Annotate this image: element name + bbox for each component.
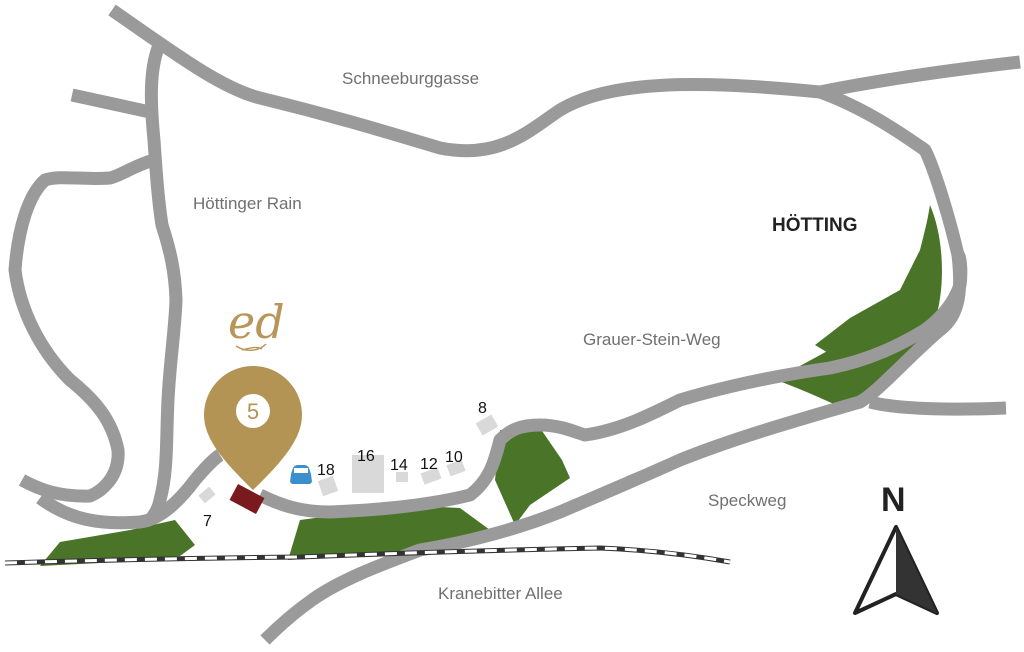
house-number-18: 18 xyxy=(317,462,335,479)
street-label-hoettinger-rain: Höttinger Rain xyxy=(193,194,302,213)
road-grauer-stein-weg xyxy=(257,248,968,519)
compass: N xyxy=(853,481,939,615)
building-7 xyxy=(198,486,216,504)
car-window-icon xyxy=(294,468,308,473)
target-building[interactable] xyxy=(229,484,265,514)
building-8 xyxy=(475,414,499,436)
street-label-kranebitter-allee: Kranebitter Allee xyxy=(438,584,563,603)
green-area-southwest xyxy=(40,520,195,566)
ed-logo: ed xyxy=(228,295,285,351)
road-hoettinger-rain xyxy=(144,45,183,525)
building-12 xyxy=(420,467,442,485)
railway-track-dashes xyxy=(4,546,731,565)
roads xyxy=(8,4,1021,645)
ed-logo-text: ed xyxy=(228,295,285,349)
location-marker[interactable]: 5 xyxy=(204,366,302,490)
road-hoettinger-rain-west xyxy=(70,88,152,119)
north-arrow-shade-icon xyxy=(896,527,937,613)
green-area-east xyxy=(776,205,942,408)
road-top-east xyxy=(818,55,1021,99)
building-10 xyxy=(446,459,466,477)
house-number-8: 8 xyxy=(478,400,487,417)
road-east-branch xyxy=(868,395,1007,416)
house-number-16: 16 xyxy=(357,448,375,465)
house-number-10: 10 xyxy=(445,449,463,466)
compass-north-label: N xyxy=(881,481,906,519)
green-areas xyxy=(40,205,942,566)
marker-number: 5 xyxy=(247,399,259,424)
marker-number-badge xyxy=(236,394,270,428)
street-label-schneeburggasse: Schneeburggasse xyxy=(342,69,479,88)
road-south-loop xyxy=(36,449,224,530)
house-number-12: 12 xyxy=(420,456,438,473)
car-body-icon xyxy=(290,465,312,484)
road-west-loop xyxy=(8,153,156,503)
house-number-14: 14 xyxy=(390,457,408,474)
street-label-grauer-stein-weg: Grauer-Stein-Weg xyxy=(583,330,721,349)
building-18 xyxy=(317,475,339,497)
green-area-east-upper xyxy=(815,210,940,360)
logo-flourish-icon xyxy=(235,343,267,351)
street-label-speckweg: Speckweg xyxy=(708,491,786,510)
building-16 xyxy=(352,455,384,493)
street-labels: Schneeburggasse Höttinger Rain Grauer-St… xyxy=(193,69,786,603)
district-label: HÖTTING xyxy=(772,215,858,236)
buildings xyxy=(198,414,499,504)
house-number-7: 7 xyxy=(203,513,212,530)
building-14 xyxy=(396,472,408,482)
house-numbers: 8 7 18 16 14 12 10 xyxy=(203,400,487,530)
green-area-center xyxy=(495,428,570,525)
car-icon[interactable] xyxy=(290,465,312,484)
railway xyxy=(4,545,731,566)
